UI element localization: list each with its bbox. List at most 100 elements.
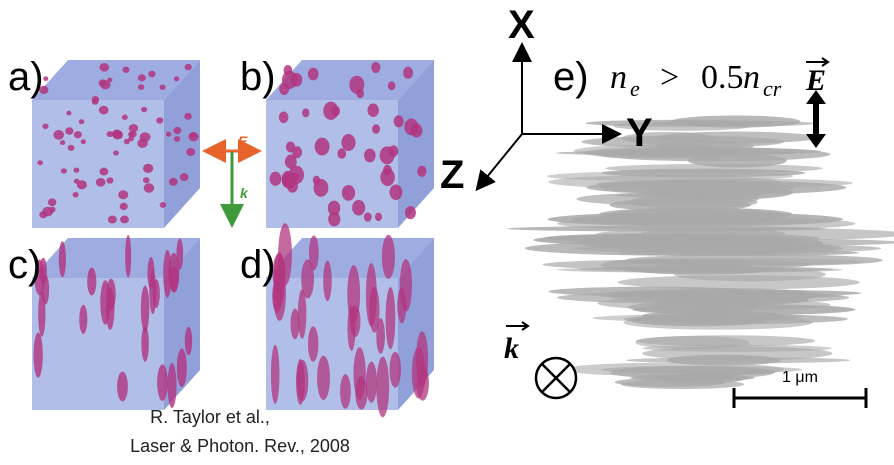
nanofilament [38, 290, 46, 337]
panel-label-b: b) [240, 55, 276, 99]
nanofilament [340, 374, 351, 409]
plasma-streak [631, 315, 768, 327]
nanoparticle-dot [137, 74, 146, 82]
plasma-streak [624, 254, 883, 267]
nanoparticle-dot [283, 64, 293, 76]
plasma-streak [609, 365, 775, 380]
nanoparticle-dot [284, 154, 297, 169]
nanoparticle-dot [292, 146, 303, 159]
nanofilament [389, 351, 402, 388]
cube-b [266, 60, 434, 228]
citation-line-2: Laser & Photon. Rev., 2008 [130, 436, 350, 456]
panel-label-a: a) [8, 55, 44, 99]
nanoparticle-dot [312, 175, 321, 185]
nanoparticle-dot [43, 76, 49, 81]
nanofilament [353, 347, 366, 400]
nanoparticle-dot [363, 212, 372, 222]
nanofilament [169, 266, 179, 293]
cube-d-filaments [270, 223, 429, 418]
nanoparticle-dot [129, 130, 137, 138]
nanoparticle-dot [173, 126, 182, 135]
nanoparticle-dot [393, 115, 404, 128]
nanofilament [381, 234, 395, 279]
nanoparticle-dot [380, 168, 395, 187]
nanofilament [301, 259, 314, 299]
nanofilament [296, 359, 309, 402]
nanofilament [167, 363, 177, 409]
polarization-axes: E k [202, 133, 262, 228]
nanofilament [106, 278, 116, 311]
nanoparticle-dot [323, 101, 339, 120]
nanoparticle-dot [122, 66, 130, 73]
nanoparticle-dot [168, 177, 178, 186]
nanoparticle-dot [156, 117, 164, 124]
nanofilament [385, 287, 396, 350]
nanoparticle-dot [113, 150, 119, 156]
condition-n: n [610, 59, 627, 96]
nanofilament [290, 308, 300, 340]
nanoparticle-dot [138, 84, 145, 90]
nanoparticle-dot [327, 200, 341, 216]
nanoparticle-dot [188, 132, 199, 142]
condition-operator: > [660, 59, 679, 96]
nanoparticle-dot [91, 98, 99, 105]
plasma-streak [614, 377, 727, 387]
nanoparticle-dot [39, 211, 48, 219]
plasma-streak [583, 146, 741, 159]
nanoparticle-dot [279, 82, 290, 95]
nanoparticle-dot [159, 201, 167, 208]
citation-line-1: R. Taylor et al., [150, 407, 270, 427]
nanoparticle-dot [99, 63, 110, 72]
cube-c [32, 234, 200, 410]
nanoparticle-dot [112, 130, 123, 140]
nanoparticle-dot [314, 137, 330, 156]
condition-coefficient: 0.5 [701, 59, 744, 96]
nanofilament [141, 325, 149, 362]
nanoparticle-dot [120, 215, 129, 224]
plasma-streak [666, 354, 782, 366]
nanoparticle-dot [179, 173, 189, 182]
nanofilament [125, 234, 132, 278]
nanofilament [79, 304, 88, 334]
condition-n-sub: e [630, 76, 640, 101]
nanofilament [323, 260, 332, 302]
nanoparticle-dot [387, 81, 396, 91]
nanoparticle-dot [100, 79, 111, 90]
plasma-streak [600, 181, 795, 194]
plasma-streak [606, 289, 862, 297]
nanoparticle-dot [53, 130, 65, 140]
nanoparticle-dot [60, 168, 67, 174]
nanoparticle-dot [66, 110, 72, 116]
nanoparticle-dot [59, 140, 66, 145]
nanoparticle-dot [372, 124, 381, 134]
nanoparticle-dot [269, 171, 282, 186]
into-page-icon [534, 356, 578, 400]
nanoparticle-dot [128, 136, 134, 142]
axes-3d: X Y Z [440, 3, 653, 197]
nanoparticle-dot [72, 192, 79, 198]
nanofilament [376, 318, 385, 354]
nanofilament [117, 371, 128, 402]
plasma-streak [621, 131, 715, 145]
nanoparticle-dot [389, 184, 403, 200]
small-e-label: E [238, 133, 248, 149]
condition-ncr-sub: cr [763, 76, 782, 101]
nanoparticle-dot [302, 108, 310, 118]
nanoparticle-dot [78, 119, 85, 125]
nanoparticle-dot [388, 145, 399, 157]
nanoparticle-dot [65, 127, 74, 135]
nanoparticle-dot [165, 131, 172, 137]
nanoparticle-dot [341, 133, 356, 151]
nanoparticle-dot [141, 106, 148, 113]
nanofilament [365, 263, 377, 327]
nanoparticle-dot [99, 167, 109, 176]
nanoparticle-dot [143, 163, 154, 173]
nanoparticle-dot [417, 165, 427, 177]
nanoparticle-dot [173, 76, 180, 82]
panel-label-c: c) [8, 243, 41, 287]
cube-b-dots [269, 62, 427, 227]
nanoparticle-dot [352, 199, 366, 216]
nanoparticle-dot [341, 184, 356, 201]
nanoparticle-dot [95, 177, 106, 187]
